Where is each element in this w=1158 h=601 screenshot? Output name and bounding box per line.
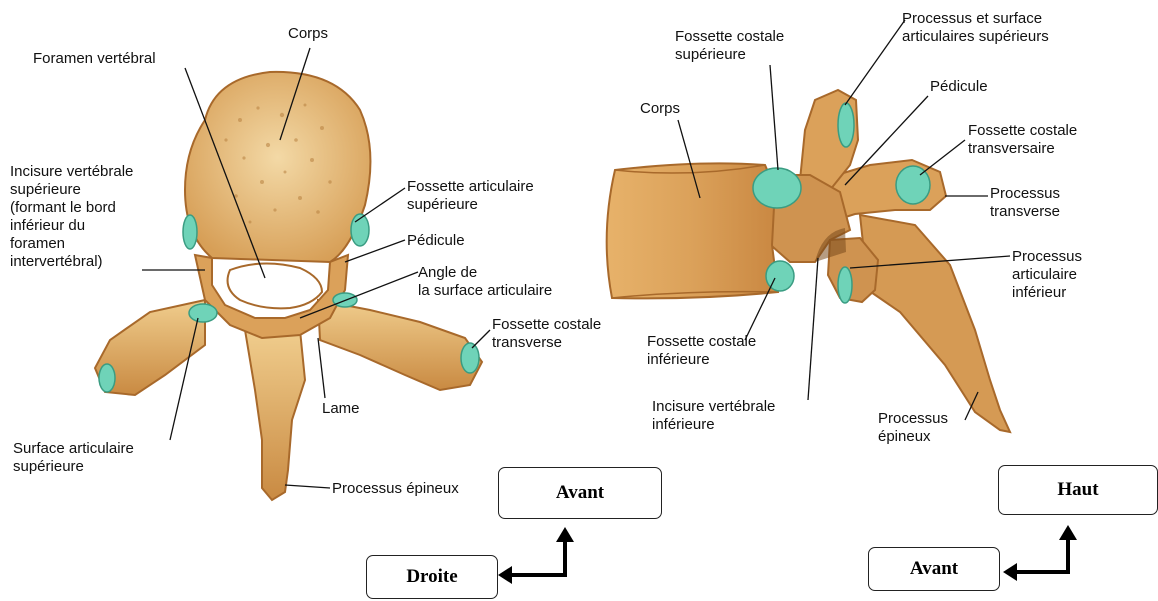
label-corps: Corps <box>288 25 328 43</box>
vertebral-body <box>185 72 370 262</box>
inferior-articular-facet <box>838 267 852 303</box>
orientation-box-avant-right: Avant <box>868 547 1000 591</box>
label-corps-right: Corps <box>640 100 680 118</box>
orientation-box-avant-left: Avant <box>498 467 662 519</box>
orientation-box-haut: Haut <box>998 465 1158 515</box>
arrow-head-left-right <box>1003 563 1017 581</box>
label-angle-surface-articulaire: Angle de la surface articulaire <box>418 264 552 300</box>
label-pedicule-left: Pédicule <box>407 232 465 250</box>
orientation-arrow-left <box>510 540 565 575</box>
label-processus-surface-articulaires-superieurs: Processus et surface articulaires supéri… <box>902 10 1049 46</box>
label-surface-articulaire-superieure: Surface articulaire supérieure <box>13 440 134 476</box>
label-incisure-vertebrale-inferieure: Incisure vertébrale inférieure <box>652 398 775 434</box>
left-transverse-costal-facet <box>99 364 115 392</box>
lateral-vertebral-body <box>607 163 778 298</box>
orientation-arrow-right <box>1015 538 1068 572</box>
arrow-head-left-left <box>498 566 512 584</box>
label-foramen-vertebral: Foramen vertébral <box>33 50 156 68</box>
superior-costal-facet <box>753 168 801 208</box>
superior-articular-facet <box>838 103 854 147</box>
spinous-process <box>245 330 305 500</box>
label-processus-articulaire-inferieur: Processus articulaire inférieur <box>1012 248 1082 302</box>
right-transverse-costal-facet <box>461 343 479 373</box>
label-pedicule-right: Pédicule <box>930 78 988 96</box>
label-lame: Lame <box>322 400 360 418</box>
label-fossette-costale-transversaire: Fossette costale transversaire <box>968 122 1077 158</box>
label-fossette-costale-transverse: Fossette costale transverse <box>492 316 601 352</box>
label-processus-epineux-right: Processus épineux <box>878 410 948 446</box>
label-incisure-vertebrale-superieure: Incisure vertébrale supérieure (formant … <box>10 163 133 271</box>
label-fossette-costale-superieure: Fossette costale supérieure <box>675 28 784 64</box>
arrow-head-up-left <box>556 527 574 542</box>
label-fossette-articulaire-superieure: Fossette articulaire supérieure <box>407 178 534 214</box>
label-fossette-costale-inferieure: Fossette costale inférieure <box>647 333 756 369</box>
arrow-head-up-right <box>1059 525 1077 540</box>
right-transverse-process <box>318 300 482 390</box>
orientation-box-droite: Droite <box>366 555 498 599</box>
left-superior-articular-facet <box>189 304 217 322</box>
vertebral-foramen <box>228 263 322 308</box>
label-processus-epineux-left: Processus épineux <box>332 480 459 498</box>
superior-costal-facet-left <box>183 215 197 249</box>
lateral-spinous-process <box>860 215 1010 432</box>
label-processus-transverse: Processus transverse <box>990 185 1060 221</box>
